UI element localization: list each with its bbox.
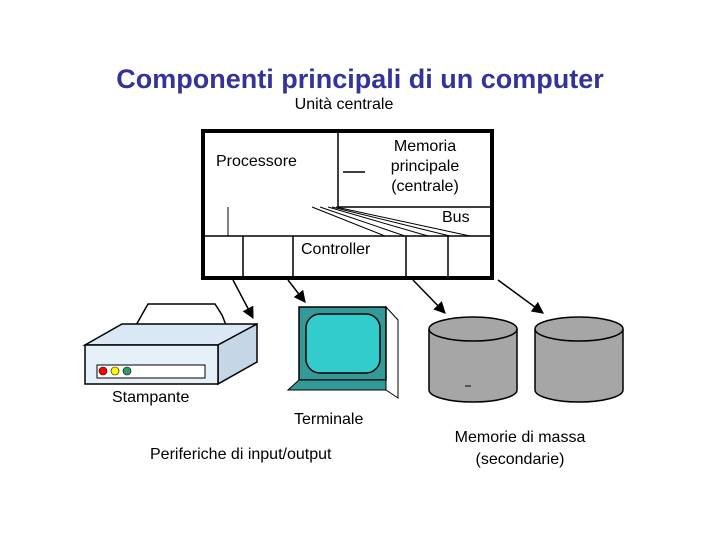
terminal-icon [288, 307, 398, 398]
main-memory-label-line3: (centrale) [370, 177, 480, 197]
io-peripherals-label: Periferiche di input/output [150, 446, 331, 464]
controller-label: Controller [301, 241, 370, 259]
bus-label: Bus [442, 209, 470, 227]
led-green-icon [123, 367, 131, 375]
main-memory-label-line1: Memoria [370, 137, 480, 157]
processor-label: Processore [216, 153, 297, 171]
central-unit-label: Unità centrale [0, 96, 688, 114]
led-yellow-icon [111, 367, 119, 375]
disk-icon [535, 317, 623, 402]
mass-memory-label: Memorie di massa (secondarie) [440, 427, 600, 471]
disk-icon [429, 317, 517, 402]
main-memory-label-line2: principale [370, 157, 480, 177]
led-red-icon [99, 367, 107, 375]
printer-icon [85, 304, 257, 384]
mass-memory-label-line1: Memorie di massa [440, 427, 600, 449]
printer-label: Stampante [112, 389, 189, 407]
main-memory-label: Memoria principale (centrale) [370, 137, 480, 197]
page-title: Componenti principali di un computer [0, 64, 720, 95]
terminal-label: Terminale [294, 411, 363, 429]
mass-memory-label-line2: (secondarie) [440, 449, 600, 471]
